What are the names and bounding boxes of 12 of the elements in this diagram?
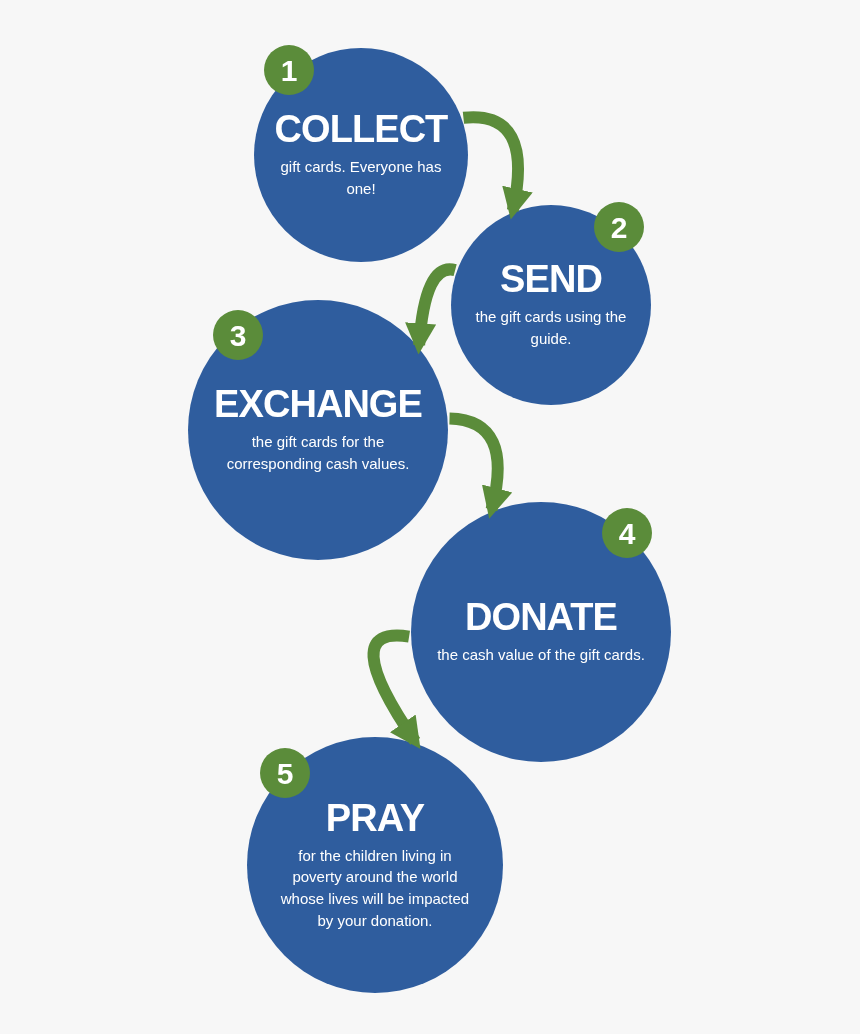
curved-arrow (405, 263, 456, 355)
step-title: DONATE (465, 598, 617, 637)
step-title: EXCHANGE (214, 385, 422, 424)
step-description: gift cards. Everyone has one! (279, 157, 443, 199)
step-title: SEND (500, 260, 602, 299)
curved-arrow (367, 629, 421, 750)
step-description: the cash value of the gift cards. (436, 645, 646, 666)
step-description: the gift cards for the corresponding cash values. (225, 432, 411, 474)
step-description: the gift cards using the guide. (474, 307, 628, 349)
step-title: PRAY (325, 798, 425, 837)
step-description: for the children living in poverty around the world whose lives will be impacted by your donation. (279, 845, 471, 931)
step-title: COLLECT (274, 110, 448, 149)
